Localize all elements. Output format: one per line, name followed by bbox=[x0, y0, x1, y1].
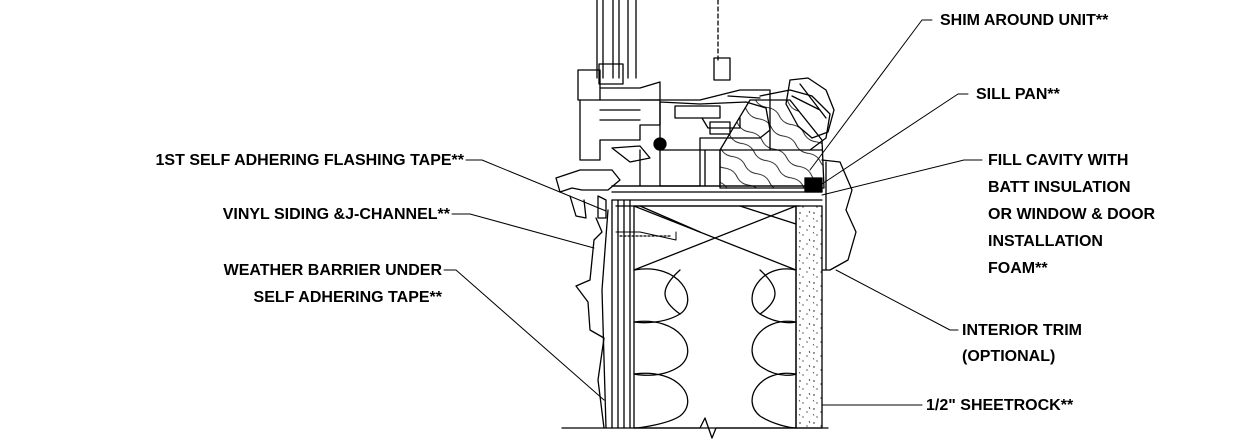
leader-lines bbox=[443, 19, 983, 406]
batt-insulation bbox=[633, 205, 797, 429]
callout-fill-cavity-line: OR WINDOW & DOOR bbox=[988, 206, 1156, 223]
break-line bbox=[561, 417, 829, 439]
shim-block bbox=[804, 177, 823, 193]
callout-weather-barrier-line: SELF ADHERING TAPE** bbox=[253, 289, 442, 306]
callout-shim-around-unit: SHIM AROUND UNIT** bbox=[940, 12, 1109, 29]
callout-sill-pan: SILL PAN** bbox=[976, 86, 1060, 103]
callout-flashing-tape: 1ST SELF ADHERING FLASHING TAPE** bbox=[155, 152, 464, 169]
callout-interior-trim-line: INTERIOR TRIM bbox=[962, 322, 1082, 339]
wood-sill bbox=[719, 99, 825, 189]
callout-weather-barrier-line: WEATHER BARRIER UNDER bbox=[223, 262, 442, 279]
callout-fill-cavity-line: FOAM** bbox=[988, 260, 1048, 277]
callout-interior-trim-line: (OPTIONAL) bbox=[962, 348, 1056, 365]
exterior-sill-nose bbox=[555, 169, 823, 219]
callout-vinyl-siding: VINYL SIDING &J-CHANNEL** bbox=[222, 206, 450, 223]
window-glazing bbox=[596, 0, 731, 85]
wall-sheathing bbox=[575, 199, 823, 429]
callout-fill-cavity-line: FILL CAVITY WITH bbox=[988, 152, 1129, 169]
callout-fill-cavity-line: BATT INSULATION bbox=[988, 179, 1131, 196]
callout-fill-cavity-line: INSTALLATION bbox=[988, 233, 1103, 250]
callout-sheetrock: 1/2" SHEETROCK** bbox=[926, 397, 1074, 414]
